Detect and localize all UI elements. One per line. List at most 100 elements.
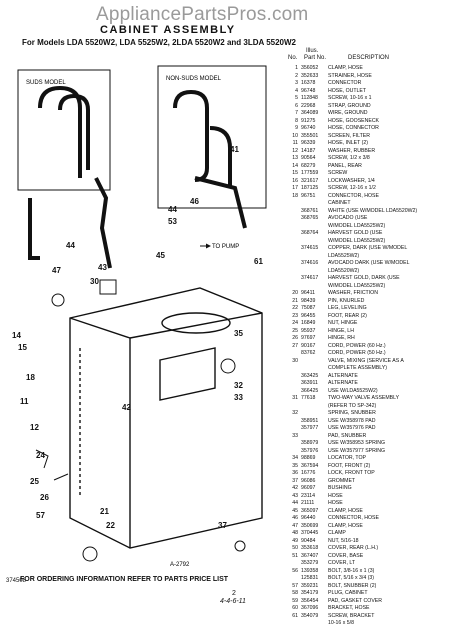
row-illus-no: 4	[295, 87, 298, 94]
callout-15: 15	[18, 343, 27, 352]
row-description: CABINET	[328, 200, 351, 206]
row-description: TWO-WAY VALVE ASSEMBLY	[328, 395, 400, 401]
callout-33: 33	[234, 393, 243, 402]
row-illus-no: 26	[292, 335, 298, 341]
row-part-no: 98869	[301, 455, 316, 461]
row-description: (REFER TO SP-342)	[328, 402, 377, 409]
row-description: LDA5520W2)	[328, 267, 360, 274]
callout-11: 11	[20, 397, 29, 406]
row-part-no: 363425	[301, 372, 319, 379]
handwritten-note: 4-4-6-11	[220, 598, 246, 605]
row-part-no: 187125	[301, 185, 319, 191]
row-description: COVER, BASE	[328, 552, 364, 559]
row-part-no: 374615	[301, 245, 319, 251]
row-description: SCREEN, FILTER	[328, 132, 370, 139]
row-part-no: 368764	[301, 230, 319, 236]
row-description: WASHER, FRICTION	[328, 290, 378, 296]
row-description: CLAMP, HOSE	[328, 522, 363, 529]
row-description: ALTERNATE	[328, 372, 358, 379]
row-illus-no: 33	[292, 432, 298, 439]
non-suds-hose-a	[173, 89, 209, 182]
row-description: USE W/LDA5525W2)	[328, 387, 378, 394]
doc-code: 374508	[6, 578, 27, 584]
row-part-no: 365097	[301, 507, 319, 514]
row-description: LOCATOR, TOP	[328, 455, 366, 461]
row-description: CONNECTOR, HOSE	[328, 192, 379, 199]
callout-57: 57	[36, 511, 45, 520]
row-illus-no: 45	[292, 507, 298, 514]
callout-47: 47	[52, 266, 61, 275]
watermark: AppliancePartsPros.com	[96, 4, 309, 25]
cabinet-left-top	[69, 317, 131, 339]
callout-26: 26	[40, 493, 49, 502]
cabinet-body	[69, 287, 263, 549]
row-description: 10-16 x 5/8	[328, 620, 354, 626]
row-illus-no: 60	[292, 605, 298, 611]
row-illus-no: 3	[295, 80, 298, 86]
row-part-no: 374616	[301, 260, 319, 266]
row-part-no: 96740	[301, 125, 316, 131]
row-description: STRAP, GROUND	[328, 102, 371, 109]
row-illus-no: 35	[292, 462, 298, 469]
row-part-no: 96748	[301, 87, 316, 94]
row-illus-no: 46	[292, 515, 298, 521]
table-row: LDA5520W2)	[288, 268, 474, 276]
row-description: HARVEST GOLD (USE	[328, 230, 383, 236]
row-illus-no: 57	[292, 582, 298, 589]
row-description: SCREW, BRACKET	[328, 612, 375, 619]
row-description: HOSE, CONNECTOR	[328, 125, 379, 131]
row-part-no: 16849	[301, 320, 316, 326]
row-description: BOLT, 3/8-16 x 1 (3)	[328, 567, 375, 574]
page-subtitle: For Models LDA 5520W2, LDA 5525W2, 2LDA …	[22, 38, 297, 47]
row-part-no: 125831	[301, 575, 319, 581]
callout-21: 21	[100, 507, 109, 516]
row-part-no: 368765	[301, 215, 319, 221]
row-part-no: 95937	[301, 327, 316, 334]
row-description: USE W/358978 PAD	[328, 417, 376, 424]
callout-30: 30	[90, 277, 99, 286]
row-illus-no: 15	[292, 170, 298, 176]
row-part-no: 16776	[301, 470, 316, 476]
row-description: WIRE, GROUND	[328, 110, 368, 116]
row-part-no: 363911	[301, 380, 318, 386]
callout-12: 12	[30, 423, 39, 432]
row-part-no: 97697	[301, 335, 316, 341]
callout-53: 53	[168, 217, 177, 226]
suds-model-label: SUDS MODEL	[26, 80, 66, 86]
row-illus-no: 13	[292, 155, 298, 161]
row-description: COPPER, DARK (USE W/MODEL	[328, 245, 408, 251]
suds-hose-d	[94, 177, 112, 269]
row-illus-no: 24	[292, 320, 298, 326]
row-part-no: 359231	[301, 582, 319, 589]
row-illus-no: 59	[292, 597, 298, 604]
row-description: W/MODEL LDA5525W2)	[328, 237, 386, 244]
row-part-no: 352633	[301, 72, 319, 79]
non-suds-inset	[157, 65, 267, 229]
table-row: 368764 HARVEST GOLD (USE	[288, 230, 474, 238]
cabinet-top-edge	[129, 312, 263, 339]
row-description: PAD, GASKET COVER	[328, 597, 383, 604]
row-part-no: 321617	[301, 177, 319, 184]
row-part-no: 353279	[301, 560, 319, 566]
suds-hose-b	[58, 93, 90, 170]
illus-label: Illus.	[306, 48, 319, 54]
suds-hose-a	[38, 85, 82, 178]
